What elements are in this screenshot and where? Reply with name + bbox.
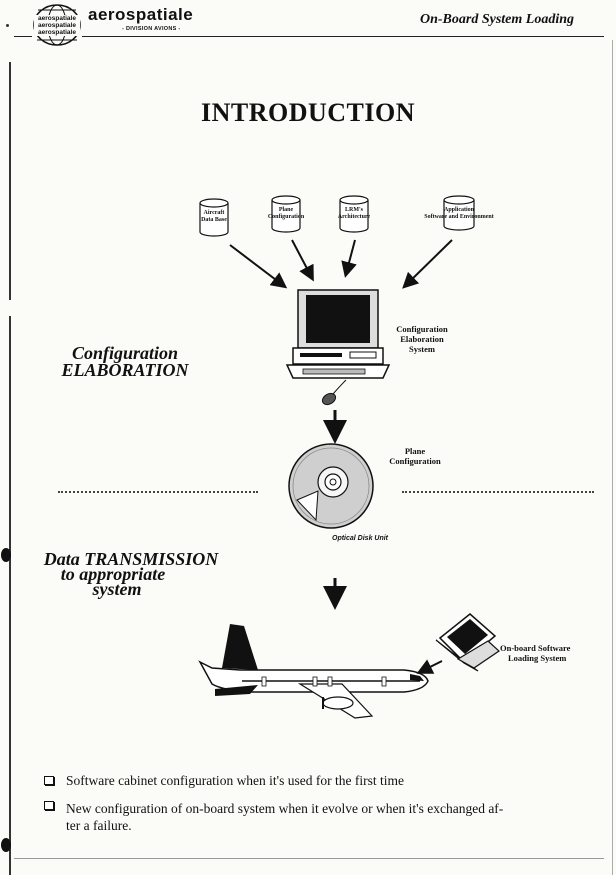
optical-disk-icon	[289, 444, 373, 528]
bullet-text: New configuration of on-board system whe…	[66, 800, 503, 818]
database-label: Aircraft Data Base	[194, 210, 234, 224]
bullet-text: Software cabinet configuration when it's…	[66, 772, 404, 790]
workstation-label: Configuration Elaboration System	[382, 324, 462, 354]
list-item: Software cabinet configuration when it's…	[44, 772, 604, 800]
arrow	[420, 661, 442, 672]
checkbox-bullet-icon	[44, 801, 54, 810]
section-label-transmission: Data TRANSMISSION to appropriate system	[26, 552, 236, 597]
database-label: Plane Configuration	[262, 207, 310, 221]
bullet-text-continued: ter a failure.	[66, 817, 132, 835]
disk-caption: Optical Disk Unit	[332, 535, 388, 542]
list-item: New configuration of on-board system whe…	[44, 800, 604, 840]
bullet-list: Software cabinet configuration when it's…	[44, 772, 604, 840]
separator-right	[402, 491, 594, 493]
database-label: Application Software and Environment	[424, 207, 494, 221]
checkbox-bullet-icon	[44, 776, 54, 785]
arrow	[230, 240, 452, 286]
laptop-icon	[436, 614, 499, 671]
aircraft-icon	[200, 624, 428, 718]
laptop-label: On-board Software Loading System	[500, 643, 604, 663]
database-label: LRM's Architecture	[332, 207, 376, 221]
computer-workstation-icon	[287, 290, 389, 407]
section-label-elaboration: Configuration ELABORATION	[50, 345, 200, 379]
bottom-rule	[14, 858, 604, 859]
disk-label: Plane Configuration	[370, 446, 460, 466]
separator-left	[58, 491, 258, 493]
punch-hole-lower	[1, 838, 11, 852]
